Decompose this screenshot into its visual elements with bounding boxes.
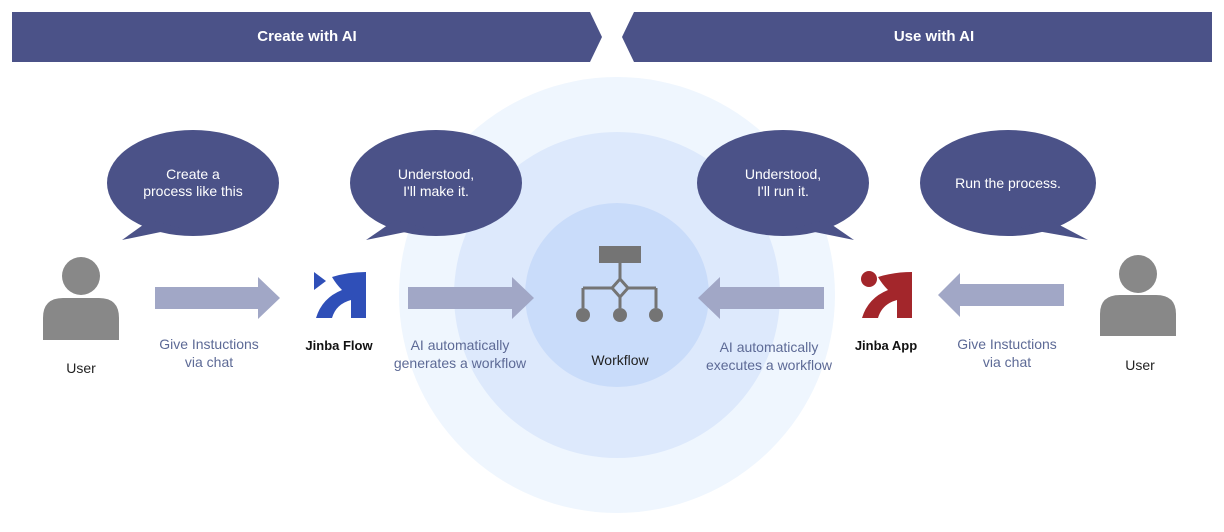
jinba-app-label: Jinba App: [854, 338, 918, 353]
bubble-user-right-text: Run the process.: [955, 175, 1061, 191]
banner-create-with-ai: Create with AI: [257, 28, 357, 45]
user-right-icon: [1100, 255, 1176, 336]
instruct-left-caption: Give Instuctions via chat: [159, 336, 259, 370]
banner-left-shape: [12, 12, 602, 62]
jinba-app-logo-icon: [861, 271, 912, 318]
user-right-label: User: [1125, 357, 1155, 373]
jinba-flow-label: Jinba Flow: [305, 338, 373, 353]
arrow-user-to-flow: [155, 277, 280, 319]
bubble-user-right: [920, 130, 1096, 240]
bubble-flow-text: Understood, I'll make it.: [397, 166, 475, 199]
workflow-label: Workflow: [591, 352, 649, 368]
bubble-app-text: Understood, I'll run it.: [744, 166, 822, 199]
bubble-user-left-text: Create a process like this: [143, 166, 243, 199]
executes-caption: AI automatically executes a workflow: [705, 339, 833, 373]
generates-caption: AI automatically generates a workflow: [393, 337, 527, 371]
bubble-user-left: [107, 130, 279, 240]
bubble-flow: [350, 130, 522, 240]
bubble-app: [697, 130, 869, 240]
user-left-label: User: [66, 360, 96, 376]
workflow-tree-icon: [576, 246, 663, 322]
arrow-flow-to-workflow: [408, 277, 534, 319]
instruct-right-caption: Give Instuctions via chat: [957, 336, 1057, 370]
user-left-icon: [43, 257, 119, 340]
arrow-app-to-workflow: [698, 277, 824, 319]
jinba-flow-logo-icon: [314, 272, 366, 318]
banner-right-shape: [622, 12, 1212, 62]
banner-use-with-ai: Use with AI: [893, 28, 975, 45]
arrow-user-to-app: [938, 273, 1064, 317]
